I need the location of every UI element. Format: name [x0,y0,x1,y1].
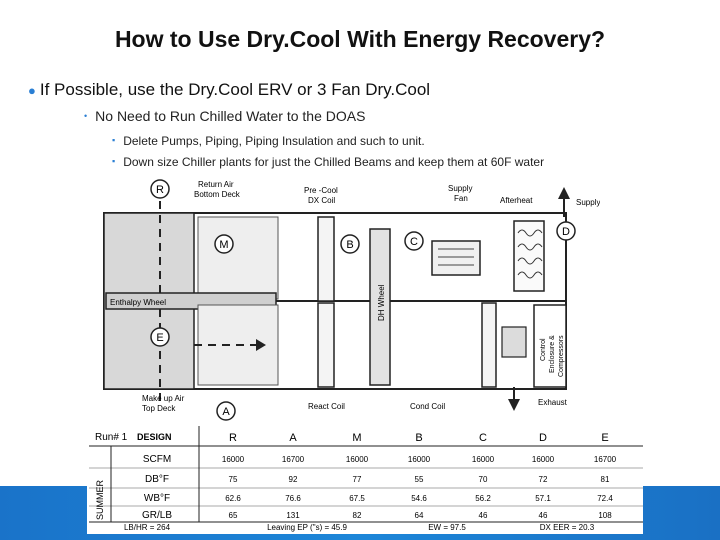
table-footer-item: Leaving EP ("s) = 45.9 [267,523,347,532]
bullet-level1-text: If Possible, use the Dry.Cool ERV or 3 F… [39,80,431,99]
point-a-icon: A [216,401,236,421]
table-col-header: B [415,432,422,444]
table-col-header: M [352,432,361,444]
label-return-air: Return Air [198,180,234,189]
slide-title: How to Use Dry.Cool With Energy Recovery… [114,26,606,52]
svg-text:M: M [219,239,228,251]
bullet-level2-text: No Need to Run Chilled Water to the DOAS [95,108,366,124]
svg-text:R: R [156,184,164,196]
table-side-label: SUMMER [95,480,105,520]
unit-schematic: R M B C D E A Return Air Bottom Deck Pre… [102,177,600,425]
point-e-icon: E [150,327,170,347]
table-cell: 57.1 [535,494,551,503]
table-col-header: E [601,432,608,444]
table-cell: 81 [601,475,610,484]
table-cell: 131 [286,511,300,520]
table-row-label: WB°F [144,493,170,504]
table-footer-item: EW = 97.5 [428,523,466,532]
label-precool: Pre -Cool [304,186,338,195]
bullet-level2: • No Need to Run Chilled Water to the DOA… [84,108,365,124]
table-cell: 67.5 [349,494,365,503]
svg-text:A: A [222,406,230,418]
table-cells: R A M B C D E SCFM 16000 16700 16000 16000 16000 1600… [142,432,617,521]
table-col-header: C [479,432,487,444]
table-col-header: D [539,432,547,444]
table-cell: 16700 [282,455,305,464]
bullet-dot-icon: • [84,111,88,121]
table-cell: 75 [229,475,238,484]
table-cell: 16700 [594,455,617,464]
label-dx-coil: DX Coil [308,196,335,205]
bullet-level3-b: ▪ Down size Chiller plants for just the C… [112,155,544,169]
table-row-label: SCFM [143,454,171,465]
label-cond-coil: Cond Coil [410,402,445,411]
table-cell: 72.4 [597,494,613,503]
table-cell: 46 [539,511,548,520]
table-cell: 16000 [408,455,431,464]
label-enthalpy-wheel: Enthalpy Wheel [110,298,166,307]
table-run: Run# 1 [95,432,128,443]
svg-text:C: C [410,236,418,248]
table-cell: 55 [415,475,424,484]
table-col-header: A [289,432,297,444]
label-enclosure: Enclosure & [549,335,556,373]
bullet-dot-icon: ▪ [112,156,116,166]
label-dh-wheel: DH Wheel [377,284,386,321]
label-control: Control [540,338,547,361]
table-cell: 46 [479,511,488,520]
label-supply-fan-2: Fan [454,194,468,203]
table-footer-item: DX EER = 20.3 [540,523,595,532]
label-top-deck: Top Deck [142,404,176,413]
table-cell: 77 [353,475,362,484]
table-cell: 16000 [532,455,555,464]
table-col-header: R [229,432,237,444]
table-cell: 65 [229,511,238,520]
table-cell: 92 [289,475,298,484]
point-b-icon: B [340,234,360,254]
label-makeup-air: Make up Air [142,394,185,403]
table-footer: LB/HR = 264 Leaving EP ("s) = 45.9 EW = 97… [124,523,595,532]
svg-text:E: E [156,332,163,344]
svg-text:B: B [346,239,353,251]
bullet-level1: ●If Possible, use the Dry.Cool ERV or 3 … [28,80,430,100]
label-exhaust: Exhaust [538,398,568,407]
table-cell: 56.2 [475,494,491,503]
table-cell: 16000 [222,455,245,464]
state-point-table: Run# 1 DESIGN SUMMER R A M B C D E SCFM 16000 167… [87,426,643,534]
table-cell: 16000 [472,455,495,464]
schematic-svg: R M B C D E A Return Air Bottom Deck Pre… [102,177,600,425]
table-cell: 62.6 [225,494,241,503]
table-cell: 76.6 [285,494,301,503]
point-c-icon: C [404,231,424,251]
table-row-label: GR/LB [142,510,172,521]
table-design: DESIGN [137,432,172,442]
bullet-dot-icon: ▪ [112,135,116,145]
label-supply: Supply [576,198,600,207]
table-cell: 82 [353,511,362,520]
point-d-icon: D [556,221,576,241]
table-svg: Run# 1 DESIGN SUMMER R A M B C D E SCFM 16000 167… [87,426,643,532]
table-cell: 70 [479,475,488,484]
point-m-icon: M [214,234,234,254]
label-supply-fan: Supply [448,184,472,193]
label-react-coil: React Coil [308,402,345,411]
bullet-level3-a-text: Delete Pumps, Piping, Piping Insulation … [123,134,425,148]
table-cell: 72 [539,475,548,484]
bullet-level3-a: ▪ Delete Pumps, Piping, Piping Insulation… [112,134,425,148]
bullet-dot-icon: ● [28,83,36,98]
point-r-icon: R [150,179,170,199]
table-cell: 54.6 [411,494,427,503]
label-afterheat: Afterheat [500,196,533,205]
table-row-label: DB°F [145,474,169,485]
table-footer-item: LB/HR = 264 [124,523,171,532]
label-compressors: Compressors [558,335,565,377]
table-cell: 16000 [346,455,369,464]
table-cell: 108 [598,511,612,520]
label-bottom-deck: Bottom Deck [194,190,241,199]
bullet-level3-b-text: Down size Chiller plants for just the Ch… [123,155,545,169]
svg-text:D: D [562,226,570,238]
table-cell: 64 [415,511,424,520]
